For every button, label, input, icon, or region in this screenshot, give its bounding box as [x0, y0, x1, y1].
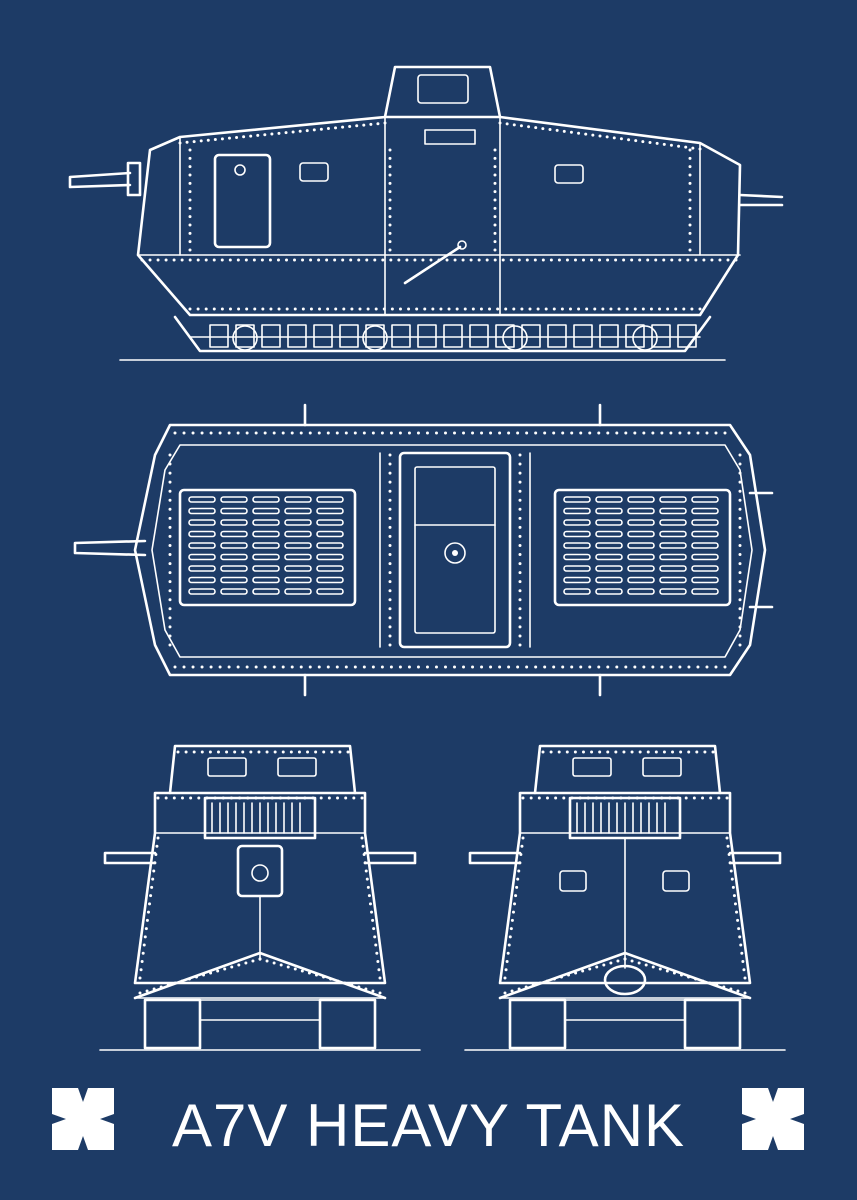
- poster-title: A7V HEAVY TANK: [171, 1092, 686, 1159]
- iron-cross-icon: [52, 1088, 114, 1150]
- tank-side-view: [68, 65, 784, 361]
- tank-top-view: [73, 403, 774, 697]
- iron-cross-icon: [742, 1088, 804, 1150]
- title-row: A7V HEAVY TANK: [0, 1085, 857, 1175]
- tank-rear-view: [464, 744, 786, 1051]
- tank-front-view: [99, 744, 421, 1051]
